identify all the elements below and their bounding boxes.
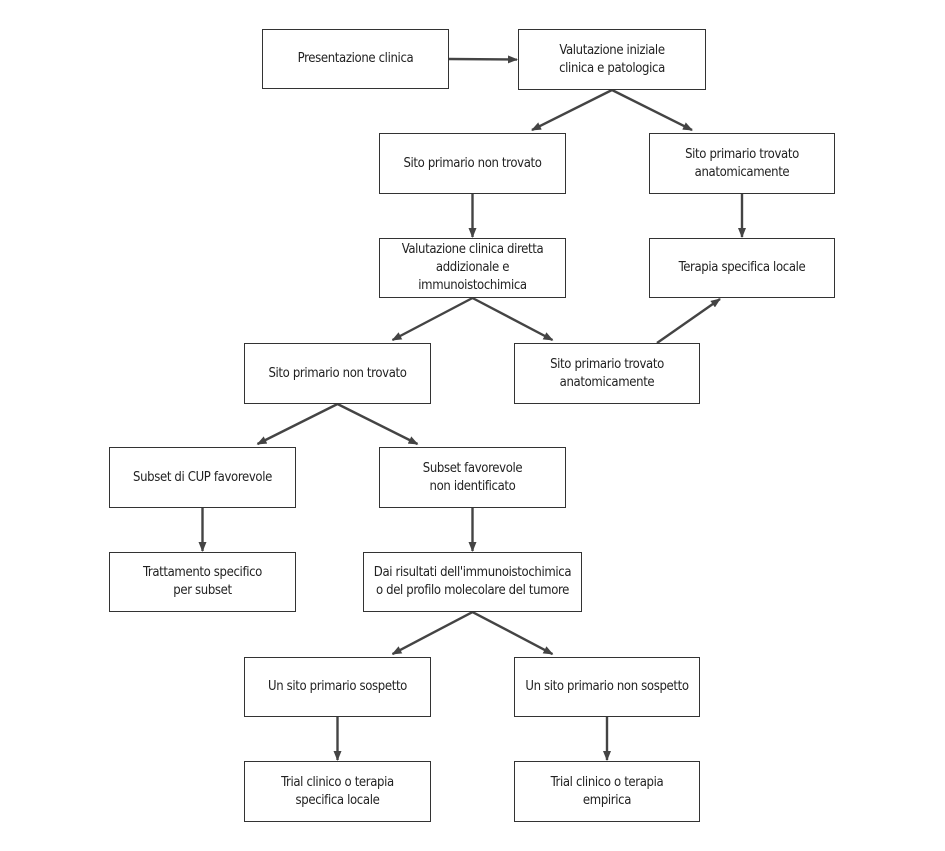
arrow-n2-to-n4 [611,88,693,132]
arrow-n7-to-n9 [256,402,339,446]
box-sito-trovato-2: Sito primario trovato anatomicamente [514,343,700,404]
arrow-n1-to-n2 [448,55,518,64]
box-sito-trovato-1: Sito primario trovato anatomicamente [649,133,835,194]
box-risultati-immunoistochimica: Dai risultati dell'immunoistochimica o d… [363,552,582,612]
arrow-n12-to-n14 [471,610,554,656]
box-valutazione-iniziale: Valutazione iniziale clinica e patologic… [518,29,706,90]
box-valutazione-clinica-diretta: Valutazione clinica diretta addizionale … [379,238,566,298]
arrow-n12-to-n13 [391,610,474,656]
box-trial-terapia-empirica: Trial clinico o terapia empirica [514,761,700,822]
arrow-n5-to-n8 [471,296,554,342]
box-terapia-specifica-locale: Terapia specifica locale [649,238,835,298]
box-presentazione-clinica: Presentazione clinica [262,29,449,89]
box-sito-non-trovato-2: Sito primario non trovato [244,343,431,404]
box-subset-non-identificato: Subset favorevole non identificato [379,447,566,508]
box-sito-non-sospetto: Un sito primario non sospetto [514,657,700,717]
box-sito-sospetto: Un sito primario sospetto [244,657,431,717]
arrow-n8-to-n6 [656,298,721,344]
box-sito-non-trovato-1: Sito primario non trovato [379,133,566,194]
box-trial-terapia-specifica: Trial clinico o terapia specifica locale [244,761,431,822]
arrow-n2-to-n3 [531,88,613,132]
arrow-n5-to-n7 [391,296,474,342]
box-trattamento-specifico: Trattamento specifico per subset [109,552,296,612]
arrow-n7-to-n10 [336,402,419,446]
box-subset-cup-favorevole: Subset di CUP favorevole [109,447,296,508]
